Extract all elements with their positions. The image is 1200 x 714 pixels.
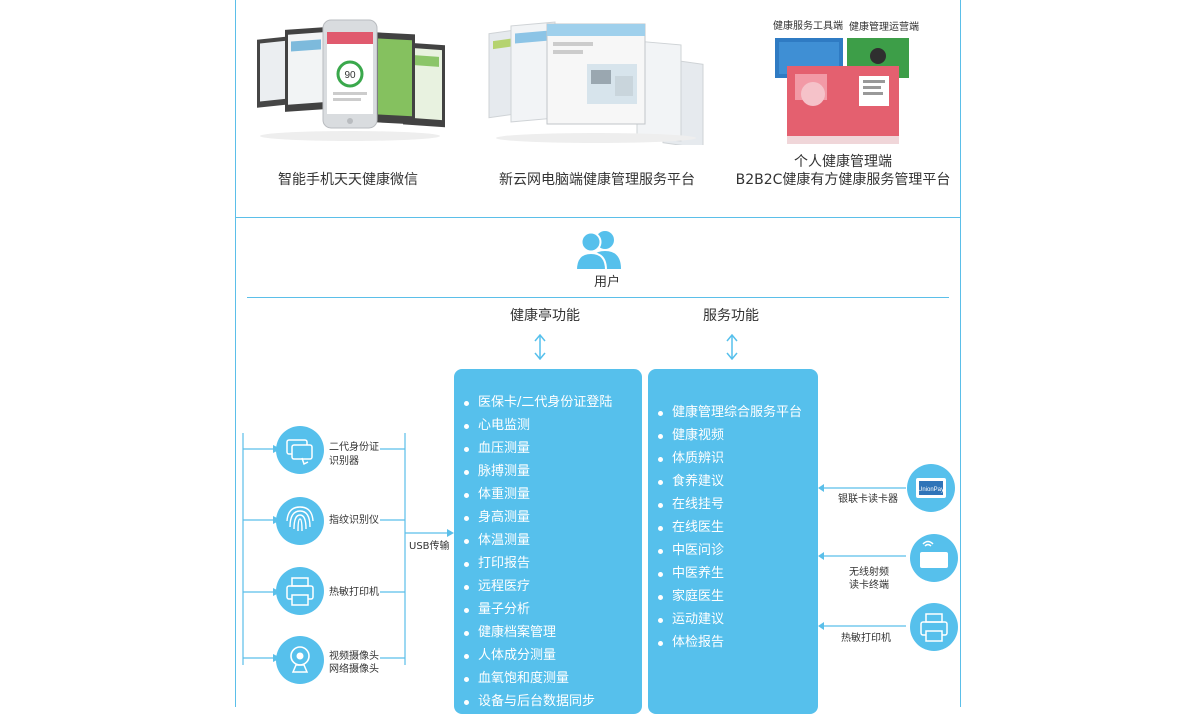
kiosk-feature-item: 医保卡/二代身份证登陆 [454, 391, 642, 414]
unionpay-logo-text: UnionPay [918, 487, 944, 493]
pc-platform-screenshots [487, 20, 705, 149]
mobile-caption: 智能手机天天健康微信 [278, 172, 418, 188]
mobile-app-screenshots: 90 [255, 18, 445, 143]
kiosk-feature-item: 健康档案管理 [454, 621, 642, 644]
service-feature-item: 家庭医生 [648, 585, 818, 608]
service-feature-item: 体质辨识 [648, 447, 818, 470]
id-card-reader-label-2: 识别器 [329, 456, 359, 467]
kiosk-feature-item: 打印报告 [454, 552, 642, 575]
ops-end-label: 健康管理运营端 [849, 22, 919, 33]
frame-middle-divider [235, 217, 961, 218]
frame-left-line [235, 0, 236, 707]
kiosk-feature-item: 体温测量 [454, 529, 642, 552]
frame-right-line [960, 0, 961, 707]
left-connector-lines [242, 433, 454, 665]
rf-reader-label-2: 读卡终端 [849, 580, 889, 591]
mobile-score-text: 90 [344, 70, 356, 81]
kiosk-feature-item: 远程医疗 [454, 575, 642, 598]
service-feature-item: 健康管理综合服务平台 [648, 401, 818, 424]
unionpay-reader-label: 银联卡读卡器 [838, 494, 898, 505]
printer-label-right: 热敏打印机 [841, 633, 891, 644]
service-feature-item: 体检报告 [648, 631, 818, 654]
service-feature-item: 食养建议 [648, 470, 818, 493]
user-divider [247, 297, 949, 298]
fingerprint-icon [276, 497, 324, 545]
service-feature-item: 中医养生 [648, 562, 818, 585]
kiosk-feature-item: 身高测量 [454, 506, 642, 529]
rf-reader-label-1: 无线射频 [849, 567, 889, 578]
service-double-arrow-icon [725, 333, 739, 361]
user-label: 用户 [594, 275, 621, 290]
kiosk-double-arrow-icon [533, 333, 547, 361]
kiosk-features-list: 医保卡/二代身份证登陆 心电监测 血压测量 脉搏测量 体重测量 身高测量 体温测… [454, 369, 642, 713]
service-feature-item: 在线挂号 [648, 493, 818, 516]
personal-caption-line1: 个人健康管理端 [794, 154, 892, 170]
usb-transfer-label: USB传输 [409, 541, 450, 552]
service-feature-item: 在线医生 [648, 516, 818, 539]
rf-card-reader-icon [910, 534, 958, 582]
kiosk-feature-item: 血氧饱和度测量 [454, 667, 642, 690]
kiosk-feature-item: 体重测量 [454, 483, 642, 506]
tool-end-label: 健康服务工具端 [773, 21, 843, 32]
camera-icon [276, 636, 324, 684]
camera-label-2: 网络摄像头 [329, 664, 379, 675]
kiosk-function-title: 健康亭功能 [510, 308, 580, 324]
service-feature-item: 中医问诊 [648, 539, 818, 562]
fingerprint-label: 指纹识别仪 [329, 515, 379, 526]
kiosk-feature-item: 设备与后台数据同步 [454, 690, 642, 713]
id-card-reader-icon [276, 426, 324, 474]
service-features-list: 健康管理综合服务平台 健康视频 体质辨识 食养建议 在线挂号 在线医生 中医问诊… [648, 369, 818, 654]
kiosk-features-panel: 医保卡/二代身份证登陆 心电监测 血压测量 脉搏测量 体重测量 身高测量 体温测… [454, 369, 642, 714]
kiosk-feature-item: 心电监测 [454, 414, 642, 437]
kiosk-feature-item: 量子分析 [454, 598, 642, 621]
printer-icon [276, 567, 324, 615]
unionpay-card-icon: UnionPay [907, 464, 955, 512]
camera-label-1: 视频摄像头 [329, 651, 379, 662]
personal-platform-screenshots [775, 36, 910, 148]
id-card-reader-label-1: 二代身份证 [329, 442, 379, 453]
right-connector-lines [818, 484, 906, 630]
service-feature-item: 健康视频 [648, 424, 818, 447]
users-icon [574, 229, 623, 271]
personal-caption-line2: B2B2C健康有方健康服务管理平台 [735, 172, 951, 188]
kiosk-feature-item: 人体成分测量 [454, 644, 642, 667]
kiosk-feature-item: 血压测量 [454, 437, 642, 460]
printer-label-left: 热敏打印机 [329, 587, 379, 598]
service-function-title: 服务功能 [703, 308, 759, 324]
kiosk-feature-item: 脉搏测量 [454, 460, 642, 483]
service-features-panel: 健康管理综合服务平台 健康视频 体质辨识 食养建议 在线挂号 在线医生 中医问诊… [648, 369, 818, 714]
printer-icon-right [910, 603, 958, 651]
service-feature-item: 运动建议 [648, 608, 818, 631]
pc-caption: 新云网电脑端健康管理服务平台 [499, 172, 695, 188]
